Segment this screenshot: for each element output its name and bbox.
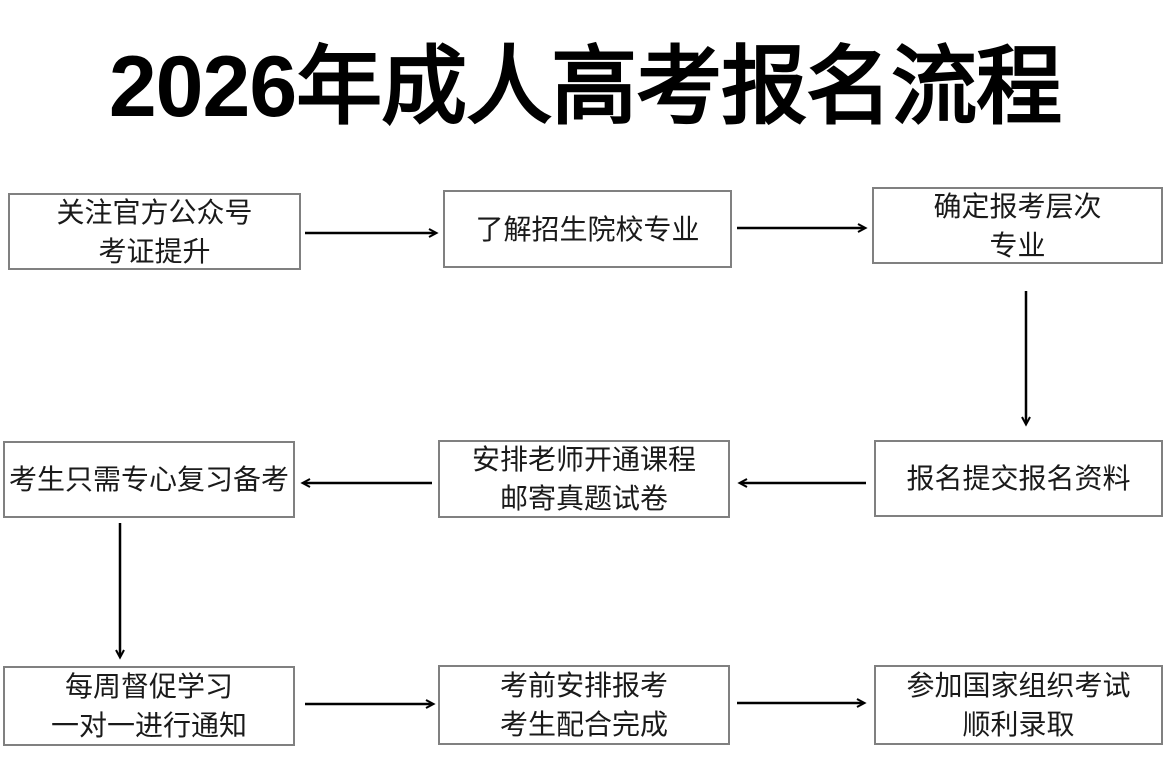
flow-node-line: 关注官方公众号	[56, 196, 253, 228]
flow-node-line: 考证提升	[98, 235, 211, 267]
flow-node-pre-exam-arrangement: 考前安排报考 考生配合完成	[438, 665, 730, 745]
flow-node-line: 报名提交报名资料	[906, 463, 1131, 494]
flow-node-line: 考生只需专心复习备考	[8, 464, 289, 495]
flow-node-line: 了解招生院校专业	[475, 213, 700, 245]
flow-node-confirm-level-major: 确定报考层次 专业	[872, 187, 1163, 264]
flow-node-teacher-opens-course: 安排老师开通课程 邮寄真题试卷	[438, 440, 730, 518]
flow-node-line: 考前安排报考	[499, 670, 668, 701]
page-title: 2026年成人高考报名流程	[108, 39, 1062, 135]
flow-node-line: 邮寄真题试卷	[499, 483, 668, 514]
flow-node-learn-colleges-majors: 了解招生院校专业	[443, 190, 732, 268]
flow-node-submit-registration: 报名提交报名资料	[874, 440, 1163, 517]
flow-node-line: 参加国家组织考试	[906, 670, 1131, 701]
flow-node-follow-official-account: 关注官方公众号 考证提升	[8, 193, 301, 270]
flow-node-focus-on-review: 考生只需专心复习备考	[3, 441, 295, 518]
flow-node-line: 每周督促学习	[64, 671, 233, 702]
flow-node-take-national-exam: 参加国家组织考试 顺利录取	[874, 665, 1163, 745]
flow-node-line: 安排老师开通课程	[471, 444, 696, 475]
flow-node-line: 一对一进行通知	[50, 710, 247, 741]
flow-node-weekly-supervision: 每周督促学习 一对一进行通知	[3, 666, 295, 746]
flow-node-line: 专业	[989, 229, 1046, 261]
flow-node-line: 确定报考层次	[933, 190, 1102, 222]
flow-node-line: 考生配合完成	[499, 709, 668, 740]
flow-node-line: 顺利录取	[962, 709, 1075, 740]
